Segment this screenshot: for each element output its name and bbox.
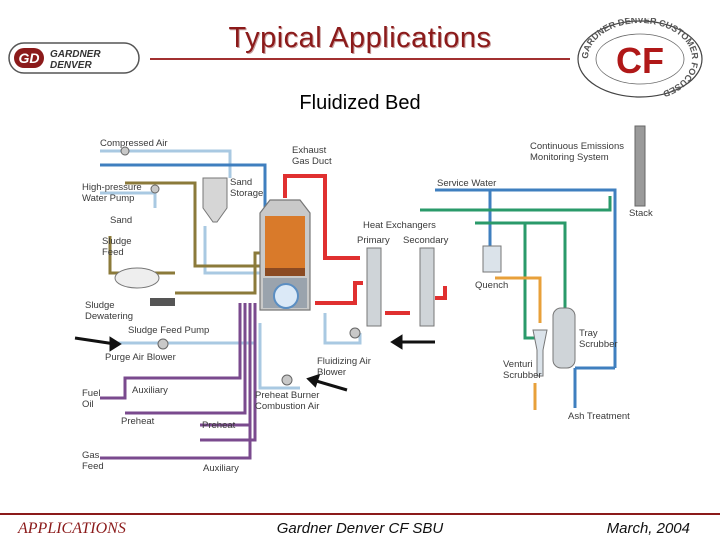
- label-preheat-2: Preheat: [202, 420, 236, 431]
- label-sludge-feed-1: Sludge: [102, 236, 132, 247]
- footer-date: March, 2004: [606, 520, 690, 537]
- label-hp-water-pump-2: Water Pump: [82, 193, 134, 204]
- stack: [634, 125, 646, 207]
- page-title: Typical Applications: [228, 22, 492, 54]
- diagram-labels: Compressed Air High-pressure Water Pump …: [82, 138, 653, 474]
- label-sludge-dewatering-1: Sludge: [85, 300, 115, 311]
- label-preheat-1: Preheat: [121, 416, 155, 427]
- fluidized-bed-reactor: [259, 199, 311, 311]
- label-sludge-feed-pump: Sludge Feed Pump: [128, 325, 209, 336]
- label-tray-1: Tray: [579, 328, 598, 339]
- left-logo-mark: GD: [19, 50, 40, 66]
- label-tray-2: Scrubber: [579, 339, 618, 350]
- label-gas-feed-2: Feed: [82, 461, 104, 472]
- gas-lines: [100, 303, 257, 460]
- scrubber-water-lines: [420, 196, 612, 340]
- cf-customer-focused-logo: GARDNER DENVER CUSTOMER FOCUSED CF: [577, 18, 703, 99]
- heat-exchangers: [366, 247, 435, 327]
- fluidized-bed-diagram: Compressed Air High-pressure Water Pump …: [55, 118, 665, 500]
- label-cems-2: Monitoring System: [530, 152, 609, 163]
- label-secondary: Secondary: [403, 235, 449, 246]
- label-stack: Stack: [629, 208, 653, 219]
- quench-vessel: [482, 245, 502, 273]
- pumps: [120, 146, 361, 386]
- label-sand-storage-1: Sand: [230, 177, 252, 188]
- label-auxiliary-2: Auxiliary: [203, 463, 239, 474]
- label-compressed-air: Compressed Air: [100, 138, 168, 149]
- tray-scrubber: [552, 307, 576, 369]
- label-sludge-feed-2: Feed: [102, 247, 124, 258]
- label-hp-water-pump-1: High-pressure: [82, 182, 142, 193]
- left-logo-line2: DENVER: [50, 60, 92, 71]
- gardner-denver-logo: GD GARDNER DENVER: [8, 42, 140, 74]
- label-venturi-2: Scrubber: [503, 370, 542, 381]
- label-fluidizing-2: Blower: [317, 367, 346, 378]
- label-sand: Sand: [110, 215, 132, 226]
- label-purge-air-blower: Purge Air Blower: [105, 352, 176, 363]
- right-logo-mark: CF: [616, 40, 664, 81]
- diagram-subtitle: Fluidized Bed: [299, 92, 421, 114]
- label-fuel-oil-2: Oil: [82, 399, 94, 410]
- label-primary: Primary: [357, 235, 390, 246]
- service-water-lines: [100, 163, 617, 408]
- label-service-water: Service Water: [437, 178, 496, 189]
- pointer-arrows: [74, 334, 435, 392]
- sand-storage-hopper: [202, 177, 228, 223]
- label-fuel-oil-1: Fuel: [82, 388, 100, 399]
- label-fluidizing-1: Fluidizing Air: [317, 356, 371, 367]
- title-underline: [150, 58, 570, 60]
- label-heat-exchangers: Heat Exchangers: [363, 220, 436, 231]
- footer-company: Gardner Denver CF SBU: [276, 520, 444, 537]
- label-gas-feed-1: Gas: [82, 450, 100, 461]
- label-cems-1: Continuous Emissions: [530, 141, 624, 152]
- label-sand-storage-2: Storage: [230, 188, 263, 199]
- label-ash-treatment: Ash Treatment: [568, 411, 630, 422]
- air-lines: [100, 149, 362, 390]
- footer-rule: [0, 513, 720, 515]
- footer-applications: APPLICATIONS: [18, 520, 126, 537]
- label-exhaust-1: Exhaust: [292, 145, 327, 156]
- label-quench: Quench: [475, 280, 508, 291]
- sludge-dewatering-press: [114, 267, 175, 306]
- label-preheat-burner-2: Combustion Air: [255, 401, 319, 412]
- label-venturi-1: Venturi: [503, 359, 533, 370]
- label-exhaust-2: Gas Duct: [292, 156, 332, 167]
- venturi-scrubber: [532, 329, 548, 377]
- label-preheat-burner-1: Preheat Burner: [255, 390, 319, 401]
- ash-lines: [495, 276, 542, 410]
- label-sludge-dewatering-2: Dewatering: [85, 311, 133, 322]
- left-logo-line1: GARDNER: [50, 49, 101, 60]
- exhaust-lines: [283, 174, 447, 315]
- label-auxiliary-1: Auxiliary: [132, 385, 168, 396]
